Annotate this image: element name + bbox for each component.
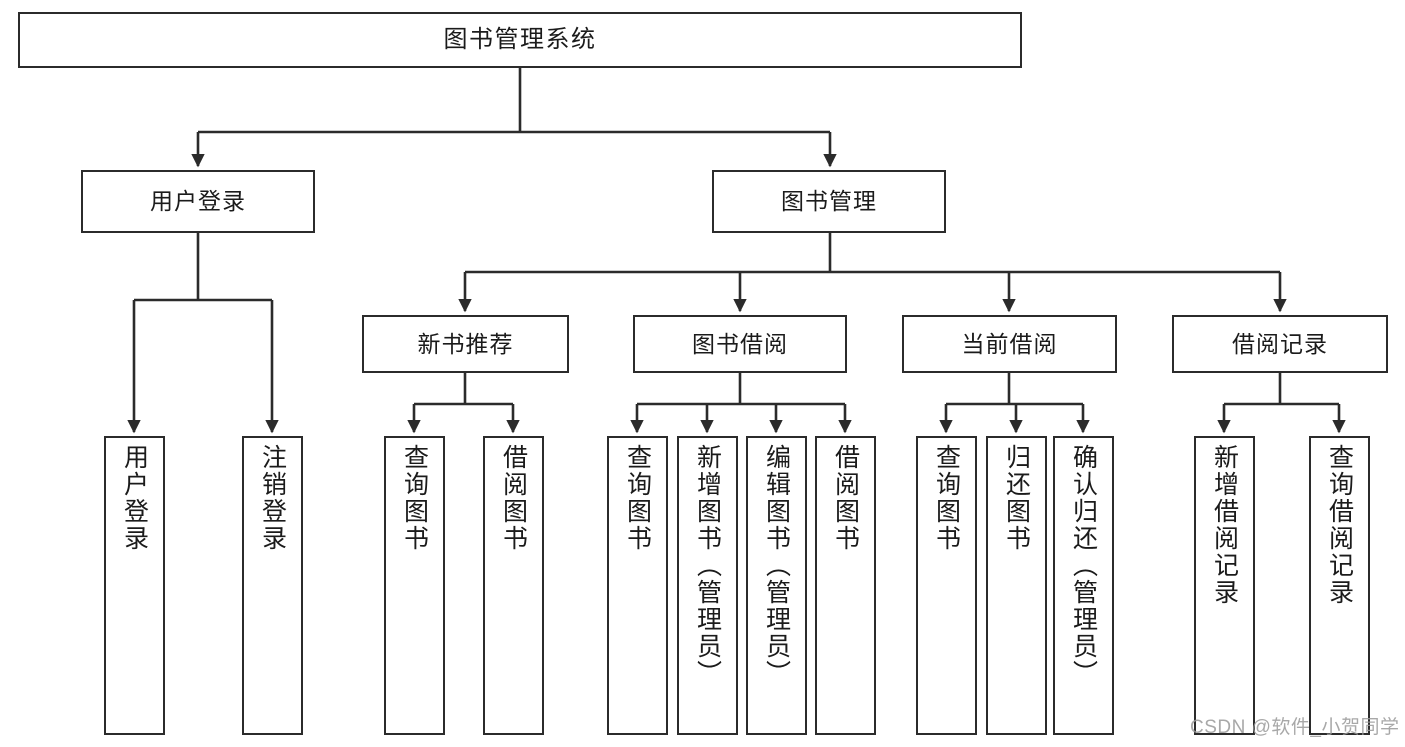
node-user-login-label: 用户登录 — [150, 188, 246, 215]
node-leaf-query-book-3-label: 查询图书 — [932, 444, 961, 552]
node-leaf-query-book-1-label: 查询图书 — [400, 444, 429, 552]
node-leaf-edit-book[interactable]: 编辑图书（管理员） — [746, 436, 807, 735]
node-leaf-logout-login-label: 注销登录 — [258, 444, 287, 552]
node-leaf-return-book-label: 归还图书 — [1002, 444, 1031, 552]
node-leaf-borrow-book-2-label: 借阅图书 — [831, 444, 860, 552]
node-leaf-query-book-2-label: 查询图书 — [623, 444, 652, 552]
node-leaf-edit-book-label: 编辑图书（管理员） — [762, 444, 791, 687]
node-leaf-query-book-1[interactable]: 查询图书 — [384, 436, 445, 735]
node-leaf-user-login[interactable]: 用户登录 — [104, 436, 165, 735]
node-book-borrow-label: 图书借阅 — [692, 330, 788, 357]
watermark: CSDN @软件_小贺同学 — [1190, 717, 1400, 738]
node-leaf-query-record[interactable]: 查询借阅记录 — [1309, 436, 1370, 735]
node-new-book-recommend-label: 新书推荐 — [417, 330, 514, 357]
node-leaf-add-book-label: 新增图书（管理员） — [693, 444, 722, 687]
node-leaf-return-book[interactable]: 归还图书 — [986, 436, 1047, 735]
node-leaf-user-login-label: 用户登录 — [120, 444, 149, 552]
node-leaf-logout-login[interactable]: 注销登录 — [242, 436, 303, 735]
node-book-management-label: 图书管理 — [781, 188, 877, 215]
node-leaf-borrow-book-1[interactable]: 借阅图书 — [483, 436, 544, 735]
node-book-borrow[interactable]: 图书借阅 — [633, 315, 847, 373]
node-root-label: 图书管理系统 — [443, 26, 597, 54]
node-root[interactable]: 图书管理系统 — [18, 12, 1022, 68]
node-new-book-recommend[interactable]: 新书推荐 — [362, 315, 569, 373]
node-current-borrow[interactable]: 当前借阅 — [902, 315, 1117, 373]
node-leaf-query-book-3[interactable]: 查询图书 — [916, 436, 977, 735]
node-leaf-add-book[interactable]: 新增图书（管理员） — [677, 436, 738, 735]
node-leaf-borrow-book-2[interactable]: 借阅图书 — [815, 436, 876, 735]
node-leaf-borrow-book-1-label: 借阅图书 — [499, 444, 528, 552]
node-leaf-confirm-return-label: 确认归还（管理员） — [1069, 444, 1098, 687]
node-leaf-confirm-return[interactable]: 确认归还（管理员） — [1053, 436, 1114, 735]
node-leaf-query-record-label: 查询借阅记录 — [1325, 444, 1354, 606]
node-leaf-query-book-2[interactable]: 查询图书 — [607, 436, 668, 735]
node-book-management[interactable]: 图书管理 — [712, 170, 946, 233]
node-borrow-record[interactable]: 借阅记录 — [1172, 315, 1388, 373]
node-leaf-add-record-label: 新增借阅记录 — [1210, 444, 1239, 606]
node-current-borrow-label: 当前借阅 — [961, 330, 1058, 357]
node-leaf-add-record[interactable]: 新增借阅记录 — [1194, 436, 1255, 735]
node-user-login[interactable]: 用户登录 — [81, 170, 315, 233]
node-borrow-record-label: 借阅记录 — [1232, 330, 1328, 357]
